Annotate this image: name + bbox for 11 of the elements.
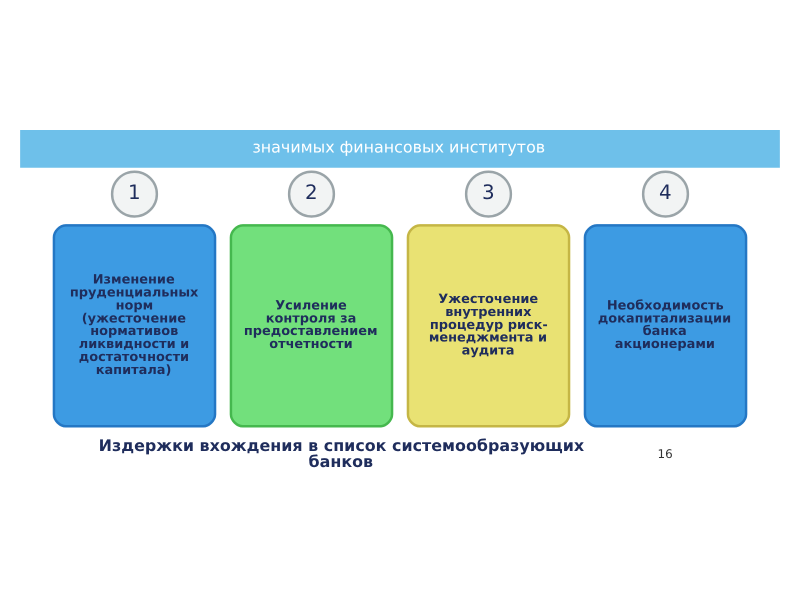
node-box: Ужесточение внутренних процедур риск-менеджмента и аудита (406, 224, 570, 428)
node-circle: 2 (288, 170, 336, 218)
caption: Издержки вхождения в список системообразующих банков (98, 435, 584, 470)
node-box: Необходимость докапитализации банка акционерами (584, 224, 748, 428)
diagram-title: значимых финансовых институтов (252, 137, 546, 156)
node-circle: 3 (464, 170, 512, 218)
node-circle: 4 (642, 170, 690, 218)
node-circle: 1 (110, 170, 158, 218)
node-box: Усиление контроля за предоставлением отчетности (230, 224, 394, 428)
node-box: Изменение пруденциальных норм (ужесточение нормативов ликвидности и достаточности капитала) (52, 224, 216, 428)
label: 16 (658, 446, 673, 461)
